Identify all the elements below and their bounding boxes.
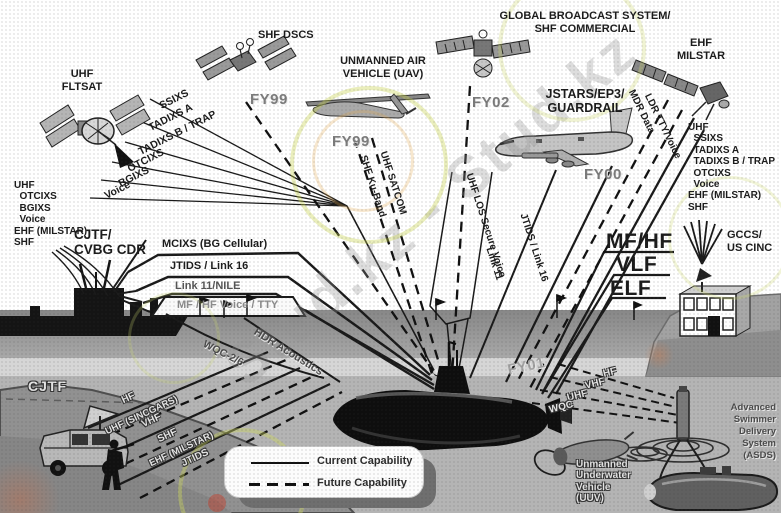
- gccs-label: GCCS/ US CINC: [727, 229, 773, 254]
- fy-label-gbs: FY02: [472, 94, 510, 111]
- link-jtids-link16: JTIDS / Link 16: [170, 260, 249, 272]
- horizon-mast-icons: [199, 293, 643, 320]
- sub-comms-stack: UHF SSIXS TADIXS A TADIXS B / TRAP OTCIX…: [688, 122, 776, 213]
- fltsat-label: UHF FLTSAT: [61, 68, 103, 93]
- dscs-label: SHF DSCS: [258, 29, 314, 41]
- cjtf-cvbg-label: CJTF/ CVBG CDR: [74, 227, 147, 258]
- fy-label-milstar: FY00: [584, 166, 622, 183]
- cjtf-ground-label: CJTF: [28, 378, 67, 394]
- gccs-building-icon: [678, 268, 752, 337]
- fy-label-uav: FY99: [332, 133, 370, 150]
- submarine-icon: [333, 341, 572, 451]
- uav-label: UNMANNED AIR VEHICLE (UAV): [340, 55, 426, 80]
- uav-aircraft-icon: [305, 93, 431, 119]
- legend-future-label: Future Capability: [317, 477, 407, 489]
- uuv-label: Unmanned Underwater Vehicle (UUV): [576, 459, 632, 505]
- asds-label: Advanced Swimmer Delivery System (ASDS): [730, 402, 776, 461]
- milstar-satellite-icon: [631, 59, 730, 121]
- legend-current-label: Current Capability: [317, 455, 413, 467]
- jstars-label: JSTARS/EP3/ GUARDRAIL: [545, 87, 625, 116]
- legend: Current Capability Future Capability: [224, 446, 424, 498]
- band-elf: ELF: [610, 277, 652, 300]
- fltsat-satellite-icon: [39, 94, 151, 168]
- link-mcixs: MCIXS (BG Cellular): [162, 238, 268, 250]
- uuv-icon: [533, 431, 638, 476]
- legend-future-line-sample: [249, 483, 309, 486]
- gbs-satellite-icon: [435, 29, 531, 78]
- soldier-icon: [102, 439, 135, 490]
- dscs-satellite-icon: [195, 35, 297, 81]
- cjtf-boundary-line: [5, 398, 151, 404]
- link-link11-nile: Link 11/NILE: [175, 280, 241, 292]
- legend-current-line-sample: [251, 462, 309, 464]
- asds-icon: [644, 466, 779, 511]
- carrier-ship-icon: [0, 259, 188, 336]
- jstars-aircraft-icon: [495, 107, 634, 168]
- current-capability-lines: [51, 98, 723, 487]
- carrier-comms-stack: UHF OTCIXS BGIXS Voice EHF (MILSTAR) SHF: [14, 180, 88, 248]
- band-vlf: VLF: [616, 253, 658, 276]
- gbs-label: GLOBAL BROADCAST SYSTEM/ SHF COMMERCIAL: [499, 10, 671, 35]
- band-mf-hf: MF/HF: [606, 230, 673, 253]
- fy-label-dscs: FY99: [250, 91, 288, 108]
- link-mf-hf-voice-tty: MF / HF Voice / TTY: [177, 299, 279, 311]
- milstar-label: EHF MILSTAR: [676, 37, 726, 62]
- future-capability-lines: [83, 85, 684, 500]
